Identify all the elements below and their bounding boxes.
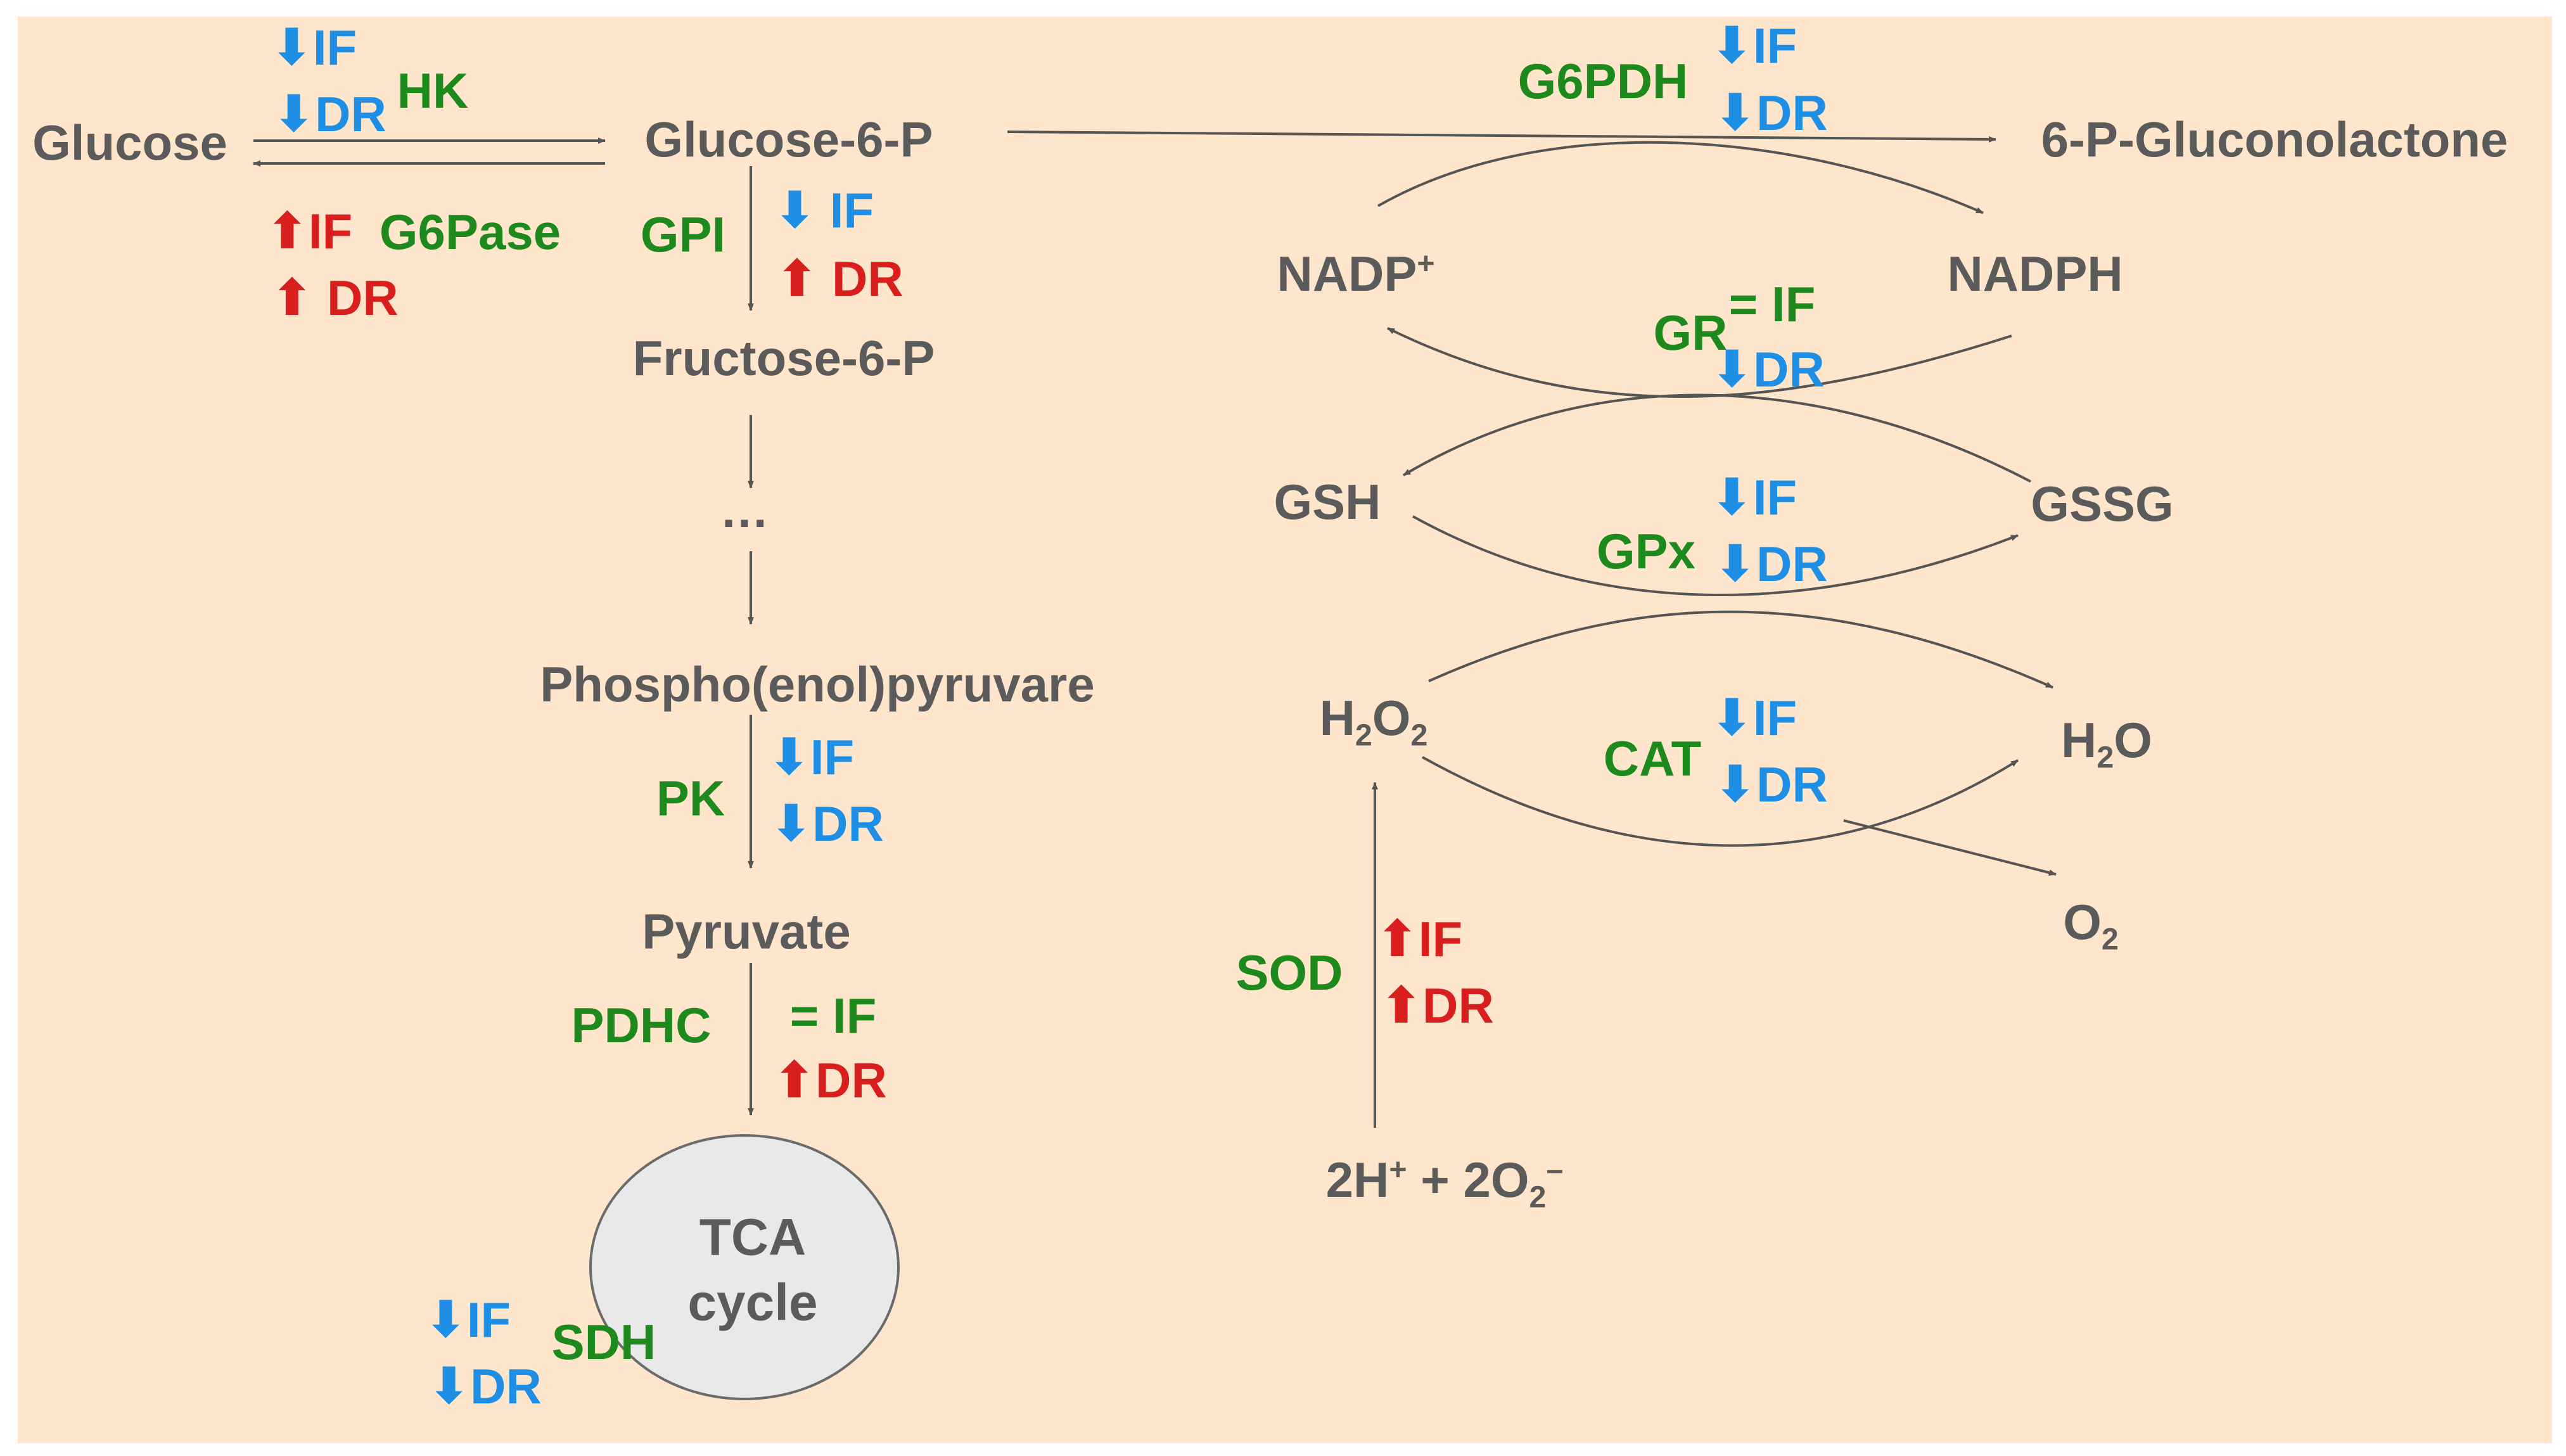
up-arrow-icon: ⬆ xyxy=(271,269,314,326)
metabolite-ellipsis: … xyxy=(720,482,769,538)
arrow-gssg-to-gsh xyxy=(1402,393,2031,483)
metabolite-oxygen: O2 xyxy=(2063,894,2119,957)
gr-if-indicator: = IF xyxy=(1728,276,1816,332)
metabolite-nadph: NADPH xyxy=(1947,246,2123,302)
enzyme-gr: GR xyxy=(1653,305,1728,361)
pdhc-dr-indicator: ⬆DR xyxy=(773,1052,887,1108)
arrow-nadp-to-nadph xyxy=(1377,141,1984,214)
equal-sign-icon: = xyxy=(789,988,819,1044)
arrow-g6p-to-gluconolactone xyxy=(1007,131,1996,143)
diagram-background xyxy=(18,16,2552,1443)
down-arrow-icon: ⬇ xyxy=(1714,535,1757,592)
tca-cycle-label: TCA cycle xyxy=(687,1208,818,1332)
metabolite-phosphoenolpyruvate: Phospho(enol)pyruvare xyxy=(540,656,1095,712)
down-arrow-icon: ⬇ xyxy=(270,19,313,75)
g6pase-dr-indicator: ⬆ DR xyxy=(271,269,399,326)
gpi-dr-indicator: ⬆ DR xyxy=(776,250,903,307)
hk-dr-indicator: ⬇DR xyxy=(272,86,386,142)
g6pdh-if-indicator: ⬇IF xyxy=(1710,17,1797,73)
down-arrow-icon: ⬇ xyxy=(1710,689,1753,746)
gr-dr-indicator: ⬇DR xyxy=(1711,341,1825,397)
enzyme-hk: HK xyxy=(397,63,469,118)
sdh-if-indicator: ⬇IF xyxy=(424,1291,511,1348)
up-arrow-icon: ⬆ xyxy=(1376,910,1419,967)
cat-dr-indicator: ⬇DR xyxy=(1714,756,1828,812)
cat-if-indicator: ⬇IF xyxy=(1710,689,1797,746)
down-arrow-icon: ⬇ xyxy=(1711,341,1754,397)
metabolite-hydrogen-peroxide: H2O2 xyxy=(1319,690,1428,753)
down-arrow-icon: ⬇ xyxy=(770,795,813,852)
sdh-dr-indicator: ⬇DR xyxy=(428,1358,542,1414)
down-arrow-icon: ⬇ xyxy=(1714,84,1757,141)
gpx-dr-indicator: ⬇DR xyxy=(1714,535,1828,592)
equal-sign-icon: = xyxy=(1728,276,1758,332)
metabolite-superoxide: 2H+ + 2O2– xyxy=(1325,1152,1564,1215)
down-arrow-icon: ⬇ xyxy=(272,86,316,142)
g6pase-if-indicator: ⬆IF xyxy=(265,203,353,259)
up-arrow-icon: ⬆ xyxy=(773,1052,816,1108)
down-arrow-icon: ⬇ xyxy=(767,729,810,785)
metabolite-gssg: GSSG xyxy=(2031,476,2174,532)
enzyme-sod: SOD xyxy=(1235,945,1343,1000)
arrow-gsh-to-gssg xyxy=(1412,515,2019,597)
arrow-h2o2-to-h2o-gpx xyxy=(1428,610,2053,689)
sod-dr-indicator: ⬆DR xyxy=(1380,977,1494,1033)
enzyme-pk: PK xyxy=(656,770,725,826)
arrow-h2o2-to-o2 xyxy=(1843,819,2057,876)
metabolite-6-p-gluconolactone: 6-P-Gluconolactone xyxy=(2041,112,2508,167)
metabolite-glucose: Glucose xyxy=(32,115,227,170)
up-arrow-icon: ⬆ xyxy=(265,203,309,259)
pdhc-if-indicator: = IF xyxy=(789,988,877,1044)
down-arrow-icon: ⬇ xyxy=(1714,756,1757,812)
metabolite-pyruvate: Pyruvate xyxy=(642,904,851,959)
up-arrow-icon: ⬆ xyxy=(1380,977,1423,1033)
down-arrow-icon: ⬇ xyxy=(1710,469,1753,525)
pk-if-indicator: ⬇IF xyxy=(767,729,855,785)
enzyme-gpi: GPI xyxy=(640,207,726,262)
up-arrow-icon: ⬆ xyxy=(776,250,819,307)
enzyme-cat: CAT xyxy=(1603,731,1702,786)
down-arrow-icon: ⬇ xyxy=(773,182,817,238)
sod-if-indicator: ⬆IF xyxy=(1376,910,1463,967)
pk-dr-indicator: ⬇DR xyxy=(770,795,884,852)
hk-if-indicator: ⬇IF xyxy=(270,19,357,75)
enzyme-g6pase: G6Pase xyxy=(379,204,561,260)
down-arrow-icon: ⬇ xyxy=(424,1291,467,1348)
gpi-if-indicator: ⬇ IF xyxy=(773,182,874,238)
g6pdh-dr-indicator: ⬇DR xyxy=(1714,84,1828,141)
metabolite-glucose-6-p: Glucose-6-P xyxy=(644,112,933,167)
arrow-nadph-to-nadp xyxy=(1387,327,2012,398)
metabolite-fructose-6-p: Fructose-6-P xyxy=(632,330,935,386)
arrow-h2o2-to-h2o-cat xyxy=(1422,756,2019,847)
metabolite-nadp: NADP+ xyxy=(1277,246,1435,302)
enzyme-pdhc: PDHC xyxy=(571,997,712,1053)
metabolite-water: H2O xyxy=(2061,712,2152,775)
gpx-if-indicator: ⬇IF xyxy=(1710,469,1797,525)
down-arrow-icon: ⬇ xyxy=(428,1358,471,1414)
down-arrow-icon: ⬇ xyxy=(1710,17,1753,73)
enzyme-g6pdh: G6PDH xyxy=(1517,53,1688,109)
tca-cycle-circle xyxy=(589,1134,900,1400)
enzyme-gpx: GPx xyxy=(1596,523,1696,579)
metabolite-gsh: GSH xyxy=(1273,474,1381,530)
enzyme-sdh: SDH xyxy=(551,1314,656,1370)
